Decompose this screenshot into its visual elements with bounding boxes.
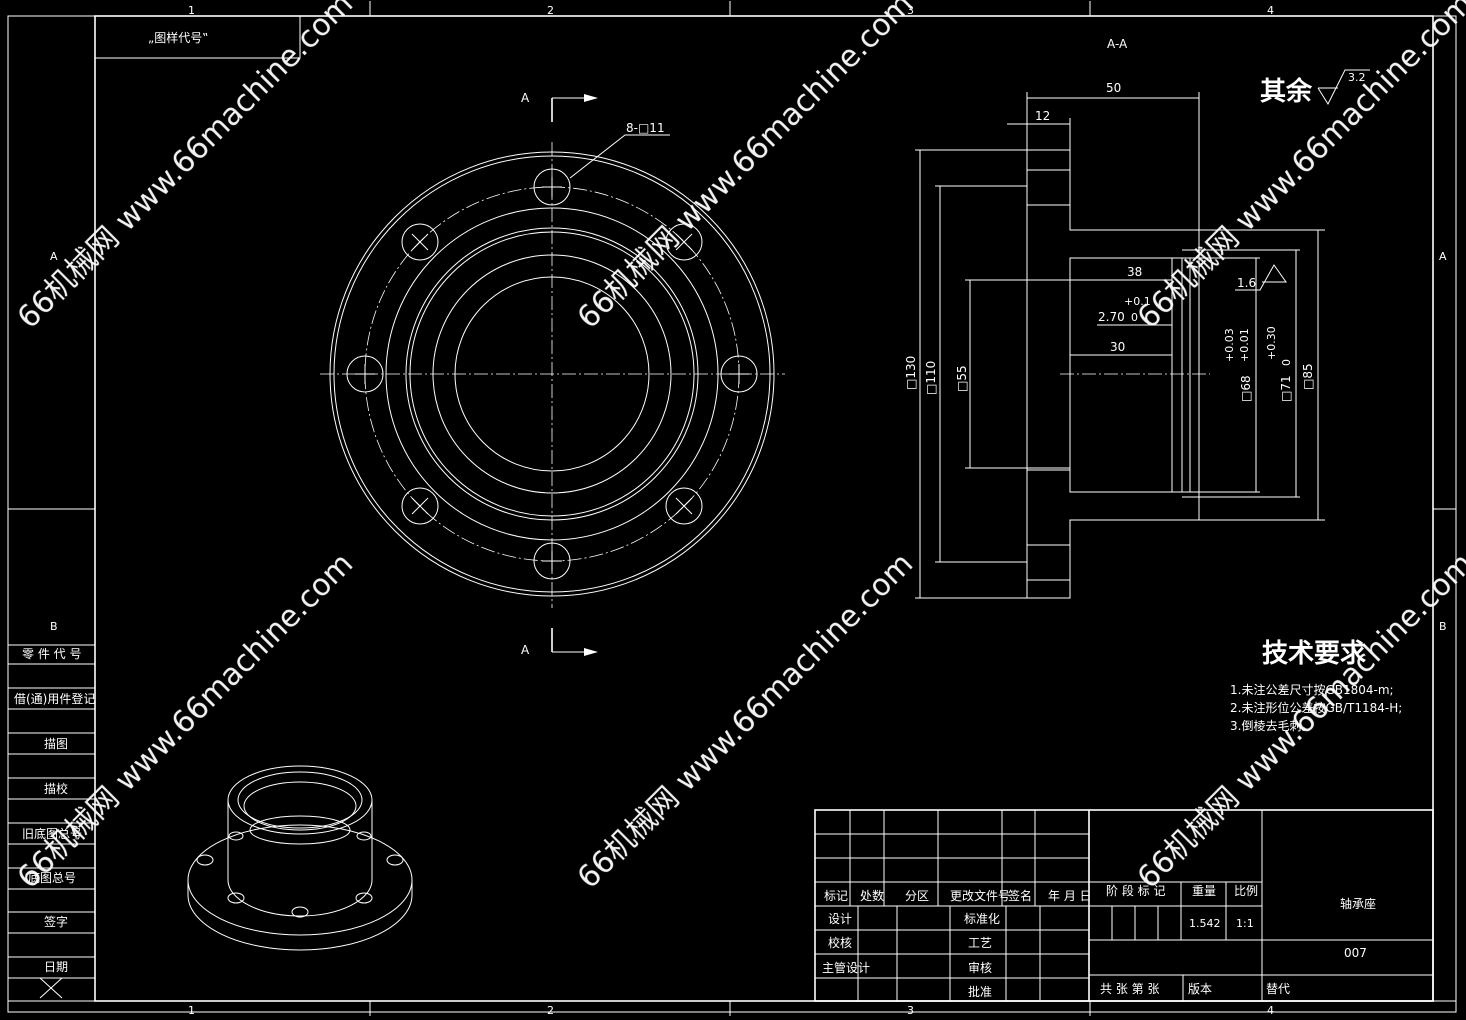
- sheets-text: 共 张 第 张: [1100, 982, 1159, 996]
- dim-38: 38: [1127, 265, 1142, 279]
- rev-header-mark: 标记: [824, 889, 848, 903]
- zone-bottom-2: 2: [547, 1004, 554, 1017]
- zone-bottom-1: 1: [188, 1004, 195, 1017]
- bolt-holes: [346, 168, 758, 580]
- role-check: 校核: [828, 935, 852, 950]
- strip-label-borrow: 借(通)用件登记: [14, 691, 95, 706]
- weight-value: 1.542: [1189, 917, 1221, 930]
- zone-bottom-4: 4: [1267, 1004, 1274, 1017]
- watermark: 66机械网 www.66machine.com: [1131, 0, 1466, 336]
- role-approve: 批准: [968, 984, 992, 999]
- drawing-code-text: „图样代号‟: [148, 30, 208, 45]
- zone-bottom-3: 3: [907, 1004, 914, 1017]
- version-label: 版本: [1188, 982, 1212, 996]
- role-process: 工艺: [968, 936, 992, 950]
- replace-label: 替代: [1266, 982, 1290, 996]
- rev-header-zone: 分区: [905, 889, 929, 903]
- dim-110: □110: [924, 361, 938, 395]
- dim-2-70: 2.70: [1098, 310, 1125, 324]
- dim-68-tol-lower: +0.01: [1238, 328, 1251, 362]
- rev-header-sign: 签名: [1008, 888, 1032, 903]
- section-title: A-A: [1107, 37, 1128, 51]
- dim-71: □71: [1279, 375, 1293, 402]
- zone-left-a: A: [50, 250, 58, 263]
- section-view: A-A 50 12 38 30 2.70 +0.1: [904, 37, 1325, 599]
- roughness-note: 其余 3.2: [1260, 69, 1370, 107]
- dim-85: □85: [1301, 363, 1315, 390]
- dim-50: 50: [1106, 81, 1121, 95]
- stage-label: 阶 段 标 记: [1106, 883, 1165, 898]
- role-review: 审核: [968, 960, 992, 975]
- dim-68: □68: [1239, 375, 1253, 402]
- zone-top-3: 3: [907, 4, 914, 17]
- drawing-code-box: „图样代号‟: [94, 15, 301, 59]
- role-standard: 标准化: [964, 912, 1000, 926]
- zone-right-a: A: [1439, 250, 1447, 263]
- dim-2-70-lower: 0: [1131, 311, 1138, 324]
- zone-right-b: B: [1439, 620, 1447, 633]
- watermark: 66机械网 www.66machine.com: [571, 546, 920, 895]
- roughness-note-value: 3.2: [1348, 71, 1366, 84]
- watermark: 66机械网 www.66machine.com: [11, 546, 360, 895]
- title-block: 标记 处数 分区 更改文件号 签名 年 月 日 设计 校核 主管设计 标准化 工…: [814, 809, 1434, 1002]
- scale-label: 比例: [1234, 884, 1258, 898]
- weight-label: 重量: [1192, 884, 1216, 898]
- watermarks: 66机械网 www.66machine.com 66机械网 www.66mach…: [11, 0, 1466, 896]
- strip-label-trace-check: 描校: [44, 781, 68, 796]
- zone-top-2: 2: [547, 4, 554, 17]
- rev-header-count: 处数: [860, 888, 884, 903]
- isometric-view: [187, 765, 413, 951]
- tech-requirements: 技术要求 1.未注公差尺寸按GB1804-m; 2.未注形位公差按GB/T118…: [1230, 639, 1402, 733]
- hole-callout: 8-□11: [626, 121, 665, 135]
- strip-label-old-base: 旧底图总号: [22, 826, 82, 841]
- zone-top-4: 4: [1267, 4, 1274, 17]
- watermark: 66机械网 www.66machine.com: [1131, 546, 1466, 895]
- dim-12: 12: [1035, 109, 1050, 123]
- tech-req-line-3: 3.倒棱去毛刺。: [1230, 718, 1313, 733]
- drawing-number: 007: [1344, 946, 1367, 960]
- role-chief: 主管设计: [822, 960, 870, 975]
- section-mark-top: A: [521, 91, 530, 105]
- part-name: 轴承座: [1340, 896, 1376, 911]
- tech-req-line-1: 1.未注公差尺寸按GB1804-m;: [1230, 682, 1394, 697]
- roughness-note-text: 其余: [1260, 76, 1313, 107]
- scale-value: 1:1: [1236, 917, 1254, 930]
- tech-req-line-2: 2.未注形位公差按GB/T1184-H;: [1230, 700, 1402, 715]
- front-view: 8-□11 A A: [320, 91, 785, 657]
- role-design: 设计: [828, 912, 852, 926]
- section-mark-bottom: A: [521, 643, 530, 657]
- zone-left-b: B: [50, 620, 58, 633]
- left-strip-table: 零 件 代 号 借(通)用件登记 描图 描校 旧底图总号 底图总号 签字 日期: [8, 644, 95, 999]
- dim-55: □55: [955, 365, 969, 392]
- dim-71-tol-upper: +0.30: [1265, 326, 1278, 360]
- dim-2-70-upper: +0.1: [1124, 295, 1151, 308]
- tech-req-title: 技术要求: [1262, 639, 1366, 669]
- rev-header-date: 年 月 日: [1048, 889, 1092, 903]
- strip-label-base: 底图总号: [28, 870, 76, 885]
- strip-label-trace: 描图: [44, 737, 68, 751]
- dim-68-tol-upper: +0.03: [1223, 328, 1236, 362]
- dim-130: □130: [904, 356, 918, 390]
- sheet-frame: [7, 1, 1457, 1016]
- strip-label-part-no: 零 件 代 号: [22, 647, 81, 661]
- dim-71-tol-lower: 0: [1280, 359, 1293, 366]
- rev-header-file: 更改文件号: [950, 888, 1010, 903]
- strip-label-date: 日期: [44, 960, 68, 974]
- strip-label-sign: 签字: [44, 914, 68, 929]
- zone-top-1: 1: [188, 4, 195, 17]
- roughness-1-6: 1.6: [1237, 276, 1256, 290]
- watermark: 66机械网 www.66machine.com: [11, 0, 360, 336]
- dim-30: 30: [1110, 340, 1125, 354]
